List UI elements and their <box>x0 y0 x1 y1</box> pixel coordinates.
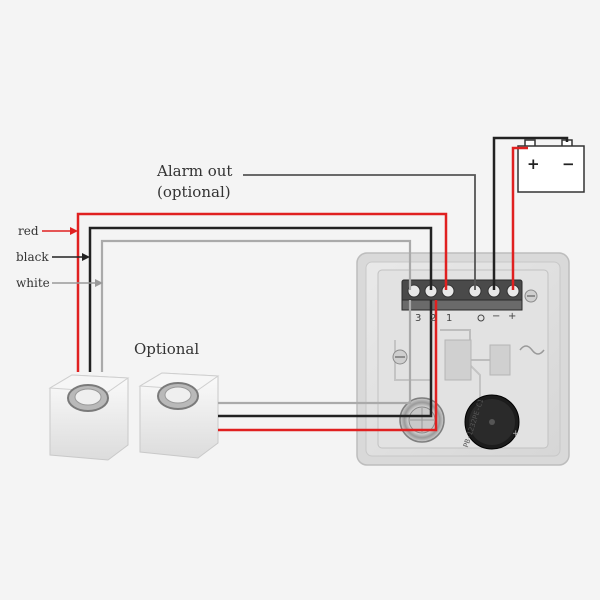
terminal-block <box>401 279 523 311</box>
terminal-label-3: 3 <box>415 313 422 324</box>
terminal-label-positive: + <box>508 311 517 322</box>
sounder-icon <box>399 397 445 443</box>
battery-plus-sign: + <box>527 155 540 173</box>
battery-icon <box>517 139 585 193</box>
alarm-out-label: Alarm out <box>157 162 233 180</box>
arrow-red-icon <box>42 227 78 235</box>
wire-red <box>76 146 528 432</box>
push-button-optional <box>138 372 220 459</box>
terminal-screw-icon <box>441 284 455 298</box>
wire-battery-negative <box>492 136 569 290</box>
terminal-label-negative: − <box>492 311 501 322</box>
screw-icon <box>392 349 408 365</box>
push-button-main <box>48 374 130 461</box>
terminal-label-2: 2 <box>430 313 437 324</box>
alarm-out-optional-label: (optional) <box>157 183 231 201</box>
terminal-label-1: 1 <box>446 313 453 324</box>
white-wire-label: white <box>16 276 50 290</box>
arrow-black-icon <box>52 253 90 261</box>
black-wire-label: black <box>16 250 49 264</box>
wire-alarm-out <box>243 174 476 290</box>
wire-black <box>88 226 433 418</box>
arrow-white-icon <box>52 279 103 287</box>
wire-white <box>100 239 412 405</box>
red-wire-label: red <box>18 224 39 238</box>
control-board: + <box>356 252 570 466</box>
screw-icon <box>524 289 538 303</box>
buzzer-icon: + <box>464 394 520 450</box>
battery-minus-sign: − <box>562 155 575 173</box>
optional-button-label: Optional <box>134 340 200 358</box>
svg-text:+: + <box>512 429 520 439</box>
